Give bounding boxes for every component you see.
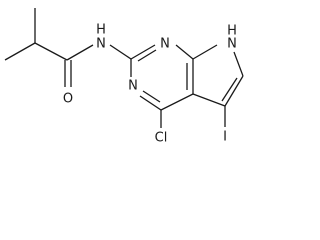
- bond-c2-n3-inner: [137, 49, 157, 62]
- amide-hydrogen-label: H: [96, 23, 106, 38]
- bond-c6-c5-inner: [221, 77, 238, 102]
- bond-n1-c4-inner: [142, 90, 161, 103]
- pyrrole-nitrogen-label: N: [227, 37, 237, 52]
- bond-methyl-left: [4, 42, 36, 61]
- bond-c4-c4a: [160, 93, 194, 111]
- bond-isopropyl-carbonyl: [34, 42, 68, 61]
- amide-nitrogen-label: N: [96, 37, 106, 52]
- iodine-atom-label: I: [223, 130, 227, 145]
- bond-c2-n3-double: [130, 44, 156, 60]
- pyrimidine-nitrogen-top-label: N: [160, 37, 170, 52]
- chemical-structure-diagram: O N H N N H N Cl I: [4, 8, 244, 146]
- bond-c5-c4a: [192, 93, 226, 107]
- bond-c6-c5-double: [224, 75, 244, 107]
- oxygen-atom-label: O: [63, 92, 73, 107]
- bond-c7a-n7: [192, 44, 218, 60]
- chlorine-atom-label: Cl: [155, 131, 168, 146]
- bond-n7-c6: [233, 51, 244, 77]
- bond-amide-n-c2: [109, 44, 132, 60]
- bond-carbonyl-amide-n: [66, 44, 94, 61]
- bond-n3-c7a: [175, 44, 194, 60]
- pyrimidine-nitrogen-bottom-label: N: [128, 79, 138, 94]
- bond-n1-c4: [139, 95, 162, 111]
- pyrrole-hydrogen-label: H: [227, 24, 237, 39]
